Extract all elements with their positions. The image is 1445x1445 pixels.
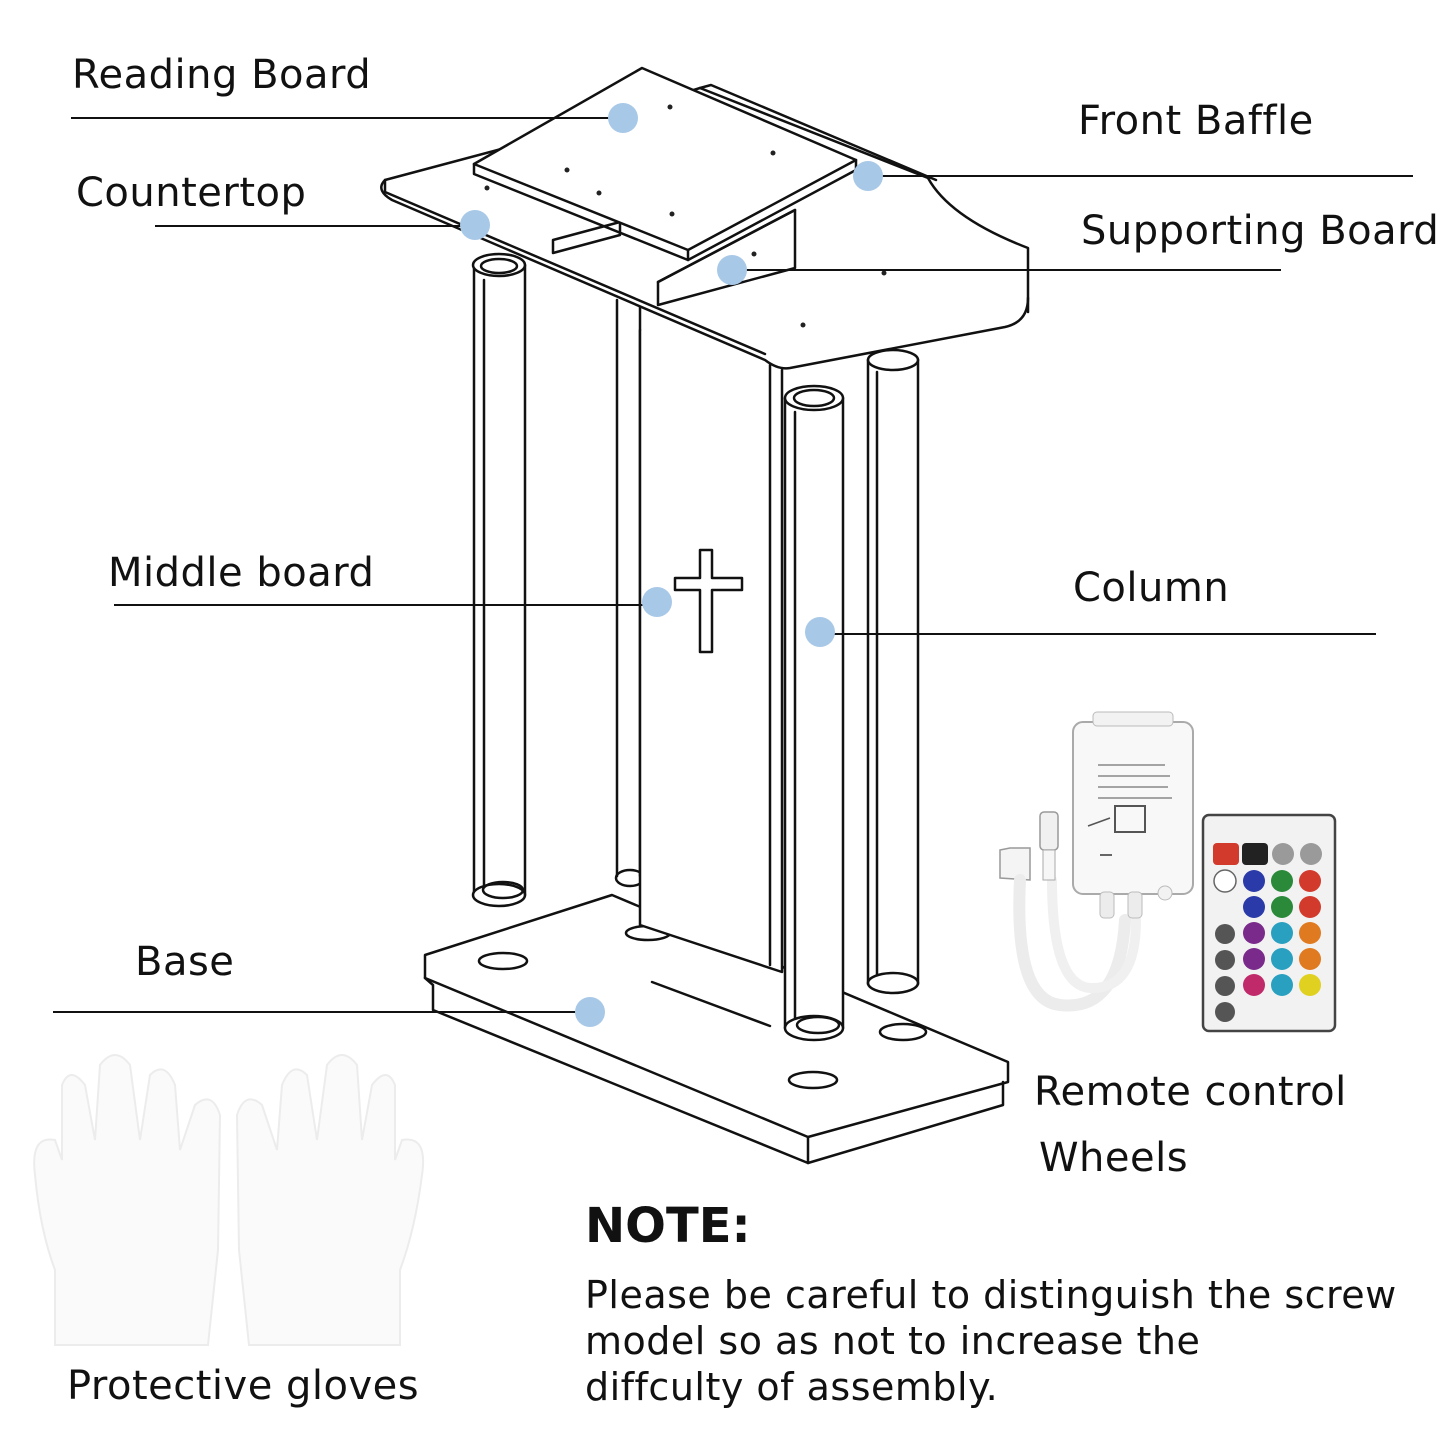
remote-key bbox=[1215, 1002, 1235, 1022]
remote-key bbox=[1215, 950, 1235, 970]
remote-color-key bbox=[1299, 922, 1321, 944]
label-reading-board: Reading Board bbox=[72, 52, 372, 98]
remote-color-key bbox=[1271, 870, 1293, 892]
marker-supporting-board bbox=[717, 255, 747, 285]
back-column-right bbox=[866, 348, 920, 995]
label-countertop: Countertop bbox=[76, 170, 307, 216]
label-base: Base bbox=[135, 939, 235, 985]
remote-key bbox=[1215, 976, 1235, 996]
label-middle-board: Middle board bbox=[108, 550, 375, 596]
note-body: Please be careful to distinguish the scr… bbox=[585, 1272, 1425, 1410]
led-controller-image bbox=[999, 711, 1194, 1012]
marker-middle-board bbox=[642, 587, 672, 617]
label-remote-control: Remote control bbox=[1034, 1069, 1347, 1115]
label-protective-gloves: Protective gloves bbox=[67, 1363, 420, 1409]
marker-base bbox=[575, 997, 605, 1027]
front-column-left bbox=[471, 252, 527, 908]
note-title: NOTE: bbox=[585, 1198, 751, 1254]
remote-color-key bbox=[1271, 922, 1293, 944]
remote-color-key bbox=[1299, 870, 1321, 892]
remote-color-key bbox=[1243, 948, 1265, 970]
remote-image bbox=[1201, 813, 1337, 1033]
remote-color-key bbox=[1271, 948, 1293, 970]
remote-color-key bbox=[1299, 896, 1321, 918]
marker-front-baffle bbox=[853, 161, 883, 191]
remote-color-key bbox=[1299, 948, 1321, 970]
label-front-baffle: Front Baffle bbox=[1078, 98, 1314, 144]
remote-color-key bbox=[1243, 870, 1265, 892]
remote-color-key bbox=[1243, 922, 1265, 944]
marker-reading-board bbox=[608, 103, 638, 133]
base bbox=[423, 893, 1010, 1165]
note-line: model so as not to increase the bbox=[585, 1319, 1201, 1363]
remote-color-key bbox=[1243, 896, 1265, 918]
marker-countertop bbox=[460, 210, 490, 240]
remote-color-key bbox=[1271, 974, 1293, 996]
remote-color-key bbox=[1271, 896, 1293, 918]
remote-color-key bbox=[1243, 974, 1265, 996]
label-wheels: Wheels bbox=[1039, 1135, 1189, 1181]
note-line: diffculty of assembly. bbox=[585, 1365, 999, 1409]
label-supporting-board: Supporting Board bbox=[1081, 208, 1440, 254]
gloves-image bbox=[33, 1054, 424, 1346]
marker-column bbox=[805, 617, 835, 647]
label-column: Column bbox=[1073, 565, 1230, 611]
middle-board bbox=[638, 328, 784, 974]
remote-key bbox=[1215, 924, 1235, 944]
remote-color-key bbox=[1299, 974, 1321, 996]
note-line: Please be careful to distinguish the scr… bbox=[585, 1273, 1397, 1317]
front-column-right bbox=[783, 384, 845, 1042]
